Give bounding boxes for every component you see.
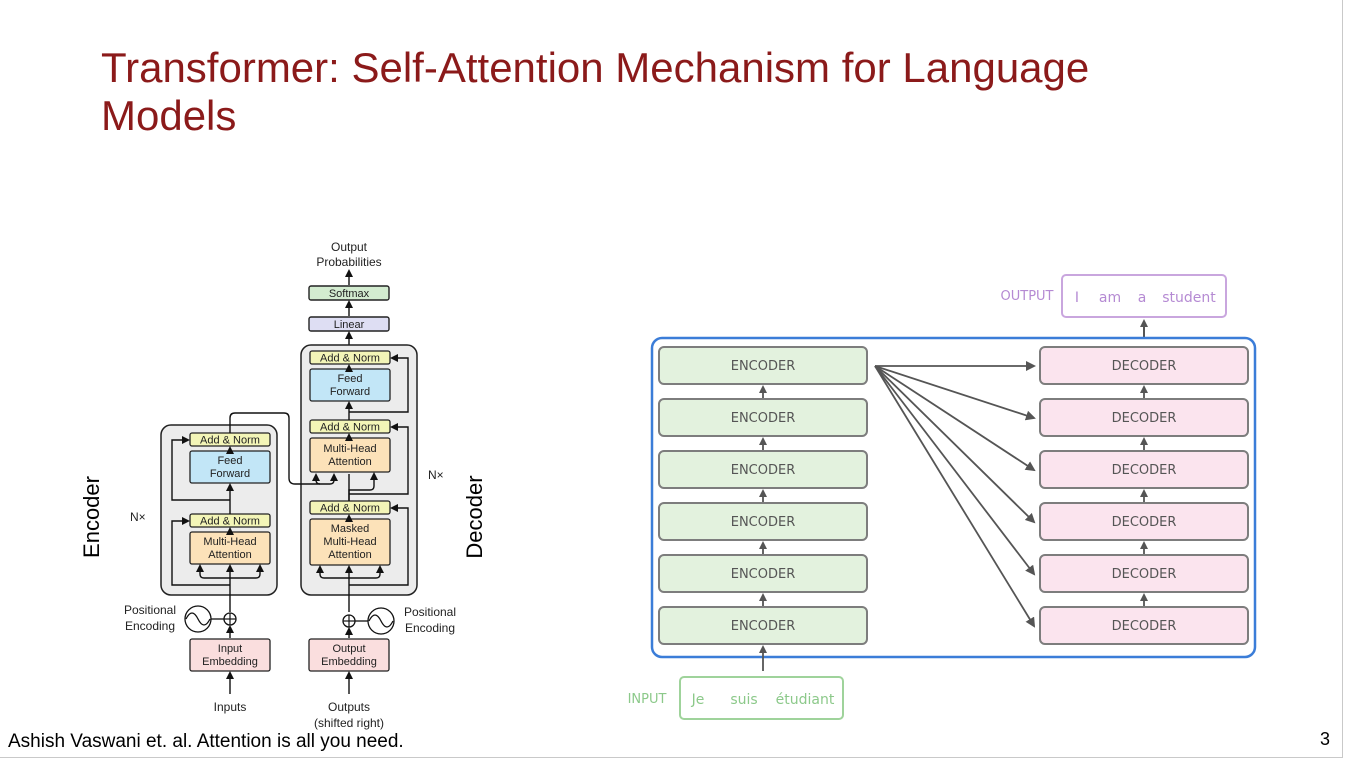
- decoder-block-1-label: DECODER: [1112, 359, 1177, 374]
- encoder-block-2: [658, 398, 868, 437]
- encoder-ff-label-2: Forward: [210, 468, 250, 480]
- encoder-ff-label-1: Feed: [217, 455, 242, 467]
- output-embedding-label-1: Output: [332, 643, 365, 655]
- decoder-block-6: [1039, 606, 1249, 645]
- output-tokens-box: [1061, 274, 1227, 318]
- output-token-3: student: [1162, 290, 1216, 306]
- output-token-1: am: [1099, 290, 1121, 306]
- encoder-block-5-label: ENCODER: [731, 567, 796, 582]
- decoder-ff-label-2: Forward: [330, 386, 370, 398]
- input-token-1: suis: [730, 692, 757, 708]
- encoder-block-1-label: ENCODER: [731, 359, 796, 374]
- input-token-2: étudiant: [776, 692, 835, 708]
- encoder-block-3: [658, 450, 868, 489]
- decoder-block-2: [1039, 398, 1249, 437]
- decoder-side-label: Decoder: [462, 475, 487, 558]
- encoder-positional-label-1: Positional: [124, 603, 176, 617]
- encoder-mha-label-2: Attention: [208, 549, 251, 561]
- transformer-architecture-diagram: Output Probabilities Softmax Linear Add …: [79, 240, 487, 730]
- input-tokens-box: [679, 676, 844, 720]
- decoder-block-3: [1039, 450, 1249, 489]
- encoder-block-6-label: ENCODER: [731, 619, 796, 634]
- encoder-side-label: Encoder: [79, 476, 104, 558]
- citation: Ashish Vaswani et. al. Attention is all …: [8, 731, 404, 752]
- encoder-block-1: [658, 346, 868, 385]
- inputs-label: Inputs: [214, 700, 247, 714]
- decoder-block-4: [1039, 502, 1249, 541]
- decoder-block-5-label: DECODER: [1112, 567, 1177, 582]
- model-container: [650, 336, 1257, 659]
- outputs-shifted-label: (shifted right): [314, 716, 384, 730]
- encoder-block-2-label: ENCODER: [731, 411, 796, 426]
- decoder-block-5: [1039, 554, 1249, 593]
- encoder-to-decoder-arrows: [874, 361, 1036, 628]
- decoder-positional-label-2: Encoding: [405, 621, 455, 635]
- input-embedding-label-2: Embedding: [202, 656, 258, 668]
- decoder-masked-label-2: Multi-Head: [323, 536, 376, 548]
- decoder-nx-label: N×: [428, 468, 444, 482]
- encoder-block-5: [658, 554, 868, 593]
- decoder-mha-label-1: Multi-Head: [323, 443, 376, 455]
- decoder-block-1: [1039, 346, 1249, 385]
- output-probabilities-label: Output: [331, 240, 368, 254]
- decoder-mha-label-2: Attention: [328, 456, 371, 468]
- decoder-stack: DECODER DECODER DECODER DECODER DECODER …: [1039, 346, 1249, 645]
- softmax-label: Softmax: [329, 288, 370, 300]
- outputs-label: Outputs: [328, 700, 370, 714]
- decoder-block-2-label: DECODER: [1112, 411, 1177, 426]
- input-embedding-label-1: Input: [218, 643, 242, 655]
- encoder-block-6: [658, 606, 868, 645]
- output-embedding-label-2: Embedding: [321, 656, 377, 668]
- decoder-add-norm-top-label: Add & Norm: [320, 353, 380, 365]
- encoder-block-3-label: ENCODER: [731, 463, 796, 478]
- page-number: 3: [1320, 729, 1331, 749]
- decoder-block-4-label: DECODER: [1112, 515, 1177, 530]
- output-token-2: a: [1138, 290, 1147, 306]
- input-label: INPUT: [628, 692, 667, 707]
- encoder-block-4: [658, 502, 868, 541]
- output-label: OUTPUT: [1001, 289, 1054, 304]
- decoder-positional-label-1: Positional: [404, 605, 456, 619]
- output-token-0: I: [1075, 290, 1079, 306]
- decoder-ff-label-1: Feed: [337, 373, 362, 385]
- decoder-add-norm-middle-label: Add & Norm: [320, 422, 380, 434]
- encoder-add-norm-top-label: Add & Norm: [200, 435, 260, 447]
- output-probabilities-label-2: Probabilities: [316, 255, 381, 269]
- encoder-nx-label: N×: [130, 510, 146, 524]
- encoder-block-4-label: ENCODER: [731, 515, 796, 530]
- slide-title: Transformer: Self-Attention Mechanism fo…: [101, 44, 1090, 139]
- encoder-mha-label-1: Multi-Head: [203, 536, 256, 548]
- encoder-decoder-stack-diagram: OUTPUT I am a student ENCODER ENCODER EN…: [628, 274, 1257, 720]
- decoder-block-6-label: DECODER: [1112, 619, 1177, 634]
- encoder-positional-label-2: Encoding: [125, 619, 175, 633]
- encoder-add-norm-bottom-label: Add & Norm: [200, 516, 260, 528]
- decoder-masked-label-3: Attention: [328, 549, 371, 561]
- linear-label: Linear: [334, 319, 365, 331]
- decoder-block-3-label: DECODER: [1112, 463, 1177, 478]
- input-token-0: Je: [691, 692, 705, 708]
- decoder-masked-label-1: Masked: [331, 523, 370, 535]
- decoder-add-norm-bottom-label: Add & Norm: [320, 503, 380, 515]
- encoder-stack: ENCODER ENCODER ENCODER ENCODER ENCODER …: [658, 346, 868, 645]
